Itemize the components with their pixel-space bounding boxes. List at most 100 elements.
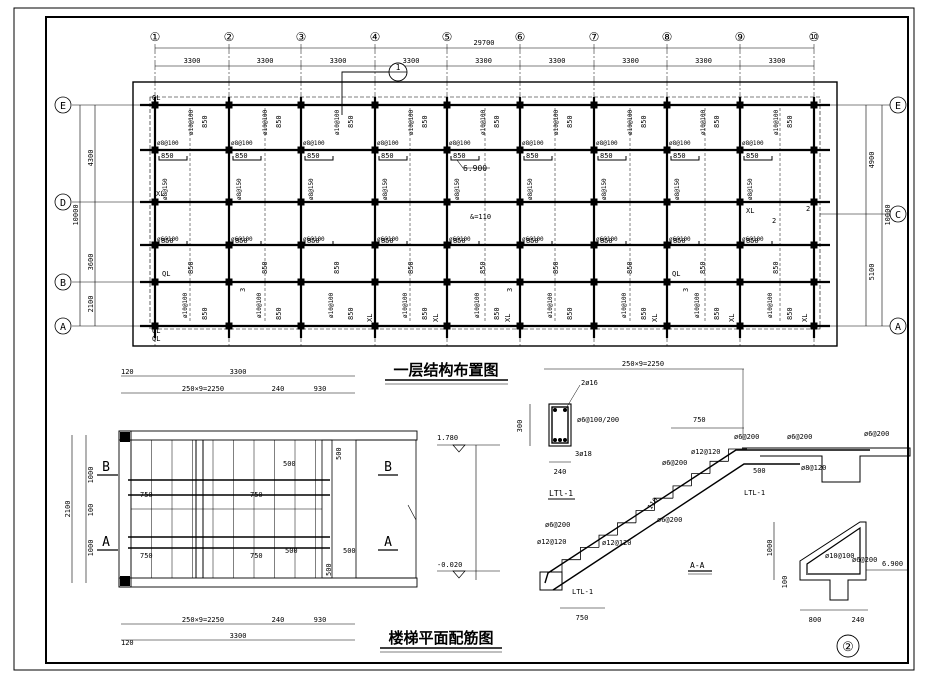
column-2-1: [225, 101, 233, 109]
bay-dimension-6: 3300: [549, 57, 566, 65]
xl-label-bottom-2: XL: [432, 314, 440, 322]
rebar-len-bot-3: 850: [347, 307, 355, 320]
section-rebar-6-200-e: ø6@200: [657, 516, 682, 524]
rebar-len-bot-7: 850: [640, 307, 648, 320]
rebar-len-bot-9: 850: [786, 307, 794, 320]
axis-label-col-6: ⑥: [515, 30, 526, 44]
column-4-4: [371, 241, 379, 249]
bay-dimension-1: 3300: [184, 57, 201, 65]
column-7-2: [590, 146, 598, 154]
rebar-label-c2-2: ø10@100: [256, 292, 263, 318]
axis-label-col-2: ②: [224, 30, 235, 44]
column-9-2: [736, 146, 744, 154]
axis-label-col-8: ⑧: [662, 30, 673, 44]
rebar-len-top-2: 850: [275, 115, 283, 128]
elevation-top: 1.780: [437, 434, 458, 442]
rebar-mark-b-3: [304, 241, 334, 246]
column-4-6: [371, 322, 379, 330]
stair-top-dim-3: 240: [272, 385, 285, 393]
column-6-5: [516, 278, 524, 286]
detail-elevation: 6.900: [882, 560, 903, 568]
elevation-bottom: -0.020: [437, 561, 462, 569]
mark-3-1: 3: [239, 288, 247, 292]
rebar-label-c2-8: ø10@100: [694, 292, 701, 318]
stair-bottom-total: 3300: [230, 632, 247, 640]
stair-len-500-v1: 500: [335, 447, 343, 460]
rebar-len-a-9: 850: [746, 152, 759, 160]
column-5-1: [443, 101, 451, 109]
rebar-len-top-6: 850: [566, 115, 574, 128]
detail-height: 1000: [766, 540, 774, 557]
beam-stirrups: ø6@100/200: [577, 416, 619, 424]
rebar-label-c2-7: ø10@100: [621, 292, 628, 318]
section-top-dim: 250×9=2250: [622, 360, 664, 368]
section-step-5: [635, 510, 655, 523]
column-3-4: [297, 241, 305, 249]
slab-thickness: &=110: [470, 213, 491, 221]
rebar-mark-a-4: [378, 156, 408, 161]
section-aa: 250×9=2250 A-A 750 ø6@200 ø6@200 ø6@200 …: [537, 360, 911, 622]
rebar-len-b-3: 850: [307, 237, 320, 245]
stair-len-500-1: 500: [283, 460, 296, 468]
axis-label-row-left-D: D: [60, 198, 66, 209]
detail-rebar-10-100: ø10@100: [825, 552, 855, 560]
rebar-len-mid-3: 850: [333, 261, 341, 274]
rebar-len-b-5: 850: [453, 237, 466, 245]
column-7-1: [590, 101, 598, 109]
column-9-4: [736, 241, 744, 249]
axis-label-row-left-E: E: [60, 101, 66, 112]
column-3-2: [297, 146, 305, 154]
column-5-2: [443, 146, 451, 154]
axis-label-col-1: ①: [150, 30, 161, 44]
axis-bubble-right-E: [889, 96, 907, 114]
xl-label-bottom-6: XL: [801, 314, 809, 322]
right-dim-2: 5100: [868, 264, 876, 281]
rebar-len-mid-2: 850: [261, 261, 269, 274]
left-dim-2: 3600: [87, 254, 95, 271]
rebar-label-c-2: ø10@100: [262, 109, 269, 135]
axis-label-row-right-C: C: [895, 210, 901, 221]
column-8-5: [663, 278, 671, 286]
bay-dimension-9: 3300: [769, 57, 786, 65]
rebar-label-a-6: ø8@100: [522, 140, 544, 147]
rebar-len-bot-1: 850: [201, 307, 209, 320]
rebar-mark-b-4: [378, 241, 408, 246]
column-9-6: [736, 322, 744, 330]
column-10-5: [810, 278, 818, 286]
rebar-mark-a-9: [743, 156, 773, 161]
rebar-len-top-9: 850: [786, 115, 794, 128]
column-9-1: [736, 101, 744, 109]
section-rebar-6-200-a: ø6@200: [734, 433, 759, 441]
rebar-label-a-1: ø8@100: [157, 140, 179, 147]
plan-inner-dashed: [149, 96, 821, 330]
bay-dimension-4: 3300: [403, 57, 420, 65]
stair-bottom-dim-3: 240: [272, 616, 285, 624]
rebar-label-d-8: ø6@100: [669, 236, 691, 243]
axis-bubble-left-A: [54, 317, 72, 335]
stair-bottom-dim-1: 120: [121, 639, 134, 647]
ql-label-right: QL: [672, 270, 680, 278]
stair-len-750-3: 750: [140, 552, 153, 560]
rebar-label-c-3: ø10@100: [334, 109, 341, 135]
ql-label-top: QL: [152, 94, 160, 102]
rebar-len-mid-8: 850: [699, 261, 707, 274]
column-6-6: [516, 322, 524, 330]
section-len-750-top: 750: [693, 416, 706, 424]
rebar-len-a-4: 850: [381, 152, 394, 160]
rebar-label-a-5: ø8@100: [449, 140, 471, 147]
bay-dimension-7: 3300: [622, 57, 639, 65]
column-5-4: [443, 241, 451, 249]
rebar-len-a-2: 850: [235, 152, 248, 160]
stair-bottom-dim-4: 930: [314, 616, 327, 624]
rebar-mark-a-1: [158, 156, 188, 161]
beam-name: LTl-1: [549, 489, 573, 498]
rebar-label-d-3: ø6@100: [303, 236, 325, 243]
detail-2: 6.900 ø10@100 ø6@200 1000 100 800 240 ②: [766, 521, 908, 658]
stair-left-dim-1: 1000: [87, 467, 95, 484]
section-marker-label: 1: [396, 63, 401, 72]
section-rebar-12-120-mid: ø12@120: [602, 539, 632, 547]
ql-label-bottom-2: QL: [152, 335, 160, 343]
xl-label-bottom-4: XL: [651, 314, 659, 322]
axis-label-row-right-A: A: [895, 322, 901, 333]
